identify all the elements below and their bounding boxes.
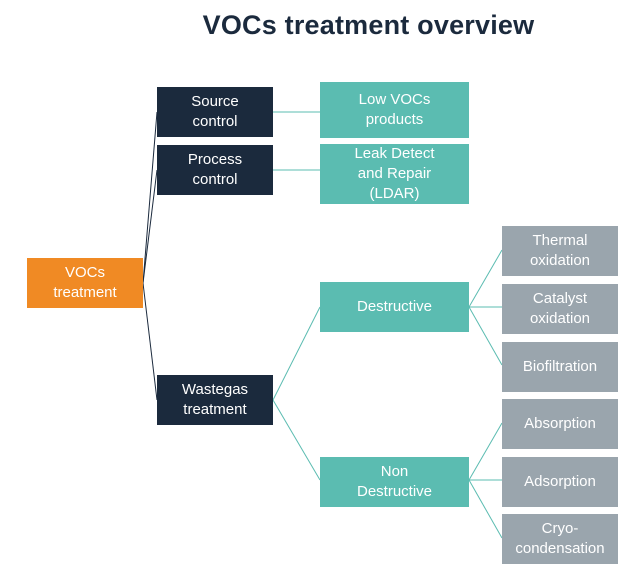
node-biofiltration: Biofiltration [502,342,618,392]
connector-nondestructive-cryo [468,479,503,539]
connector-root-wastegas [142,282,158,401]
node-absorption: Absorption [502,399,618,449]
node-adsorption: Adsorption [502,457,618,507]
node-vocs-treatment: VOCs treatment [27,258,143,308]
connector-wastegas-nondestructive [272,399,321,481]
node-catalyst-oxidation: Catalyst oxidation [502,284,618,334]
connector-nondestructive-absorption [468,422,503,481]
node-destructive: Destructive [320,282,469,332]
connector-wastegas-destructive [272,306,321,401]
diagram-title: VOCs treatment overview [202,10,535,40]
connector-root-process [142,169,158,284]
connector-destructive-thermal [468,249,503,308]
node-process-control: Process control [157,145,273,195]
node-thermal-oxidation: Thermal oxidation [502,226,618,276]
node-wastegas-treatment: Wastegas treatment [157,375,273,425]
node-ldar: Leak Detect and Repair (LDAR) [320,144,469,204]
connector-root-source [142,111,158,284]
node-cryo-condensation: Cryo- condensation [502,514,618,564]
node-source-control: Source control [157,87,273,137]
connector-destructive-bio [468,306,503,366]
node-low-vocs-products: Low VOCs products [320,82,469,138]
node-non-destructive: Non Destructive [320,457,469,507]
